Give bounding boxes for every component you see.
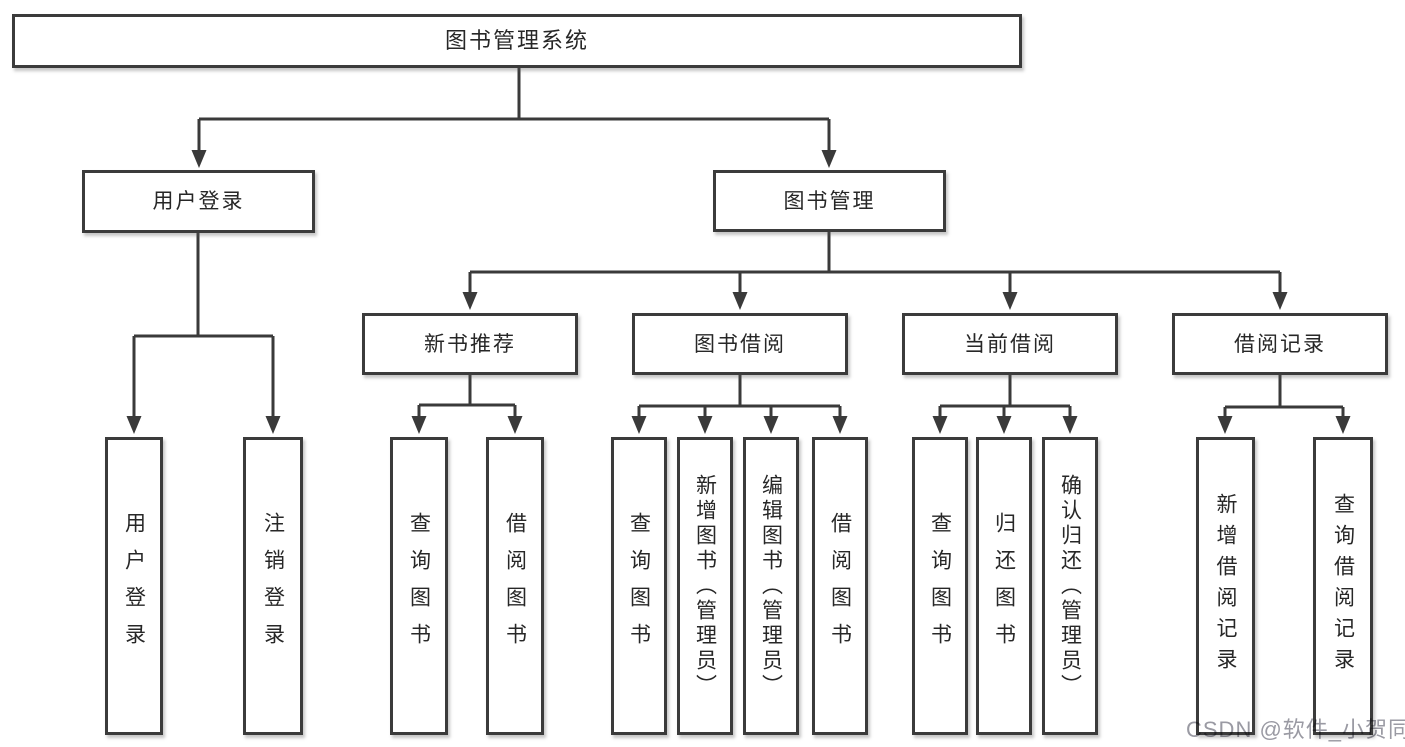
leaf-query-books-1: 查询图书 <box>390 437 448 735</box>
connector-user-login-children <box>126 233 281 434</box>
leaf-add-borrow-record: 新增借阅记录 <box>1196 437 1255 735</box>
csdn-watermark: CSDN @软件_小贺同学 <box>1186 717 1405 742</box>
connector-new-book-children <box>411 375 523 434</box>
leaf-logout: 注销登录 <box>243 437 303 735</box>
node-new-book-recommend: 新书推荐 <box>362 313 578 375</box>
leaf-borrow-books-1: 借阅图书 <box>486 437 544 735</box>
leaf-edit-books-admin: 编辑图书（管理员） <box>743 437 799 735</box>
arrow-down-icon <box>507 416 523 434</box>
arrow-down-icon <box>1335 416 1351 434</box>
connector-book-borrow-children <box>631 375 848 434</box>
arrow-down-icon <box>411 416 427 434</box>
arrow-down-icon <box>1002 292 1018 310</box>
node-current-borrow: 当前借阅 <box>902 313 1118 375</box>
node-root: 图书管理系统 <box>12 14 1022 68</box>
arrow-down-icon <box>832 416 848 434</box>
leaf-query-books-3: 查询图书 <box>912 437 968 735</box>
arrow-down-icon <box>996 416 1012 434</box>
connector-book-management-children <box>462 232 1288 310</box>
leaf-query-books-2: 查询图书 <box>611 437 667 735</box>
arrow-down-icon <box>1062 416 1078 434</box>
leaf-return-books: 归还图书 <box>976 437 1032 735</box>
leaf-borrow-books-2: 借阅图书 <box>812 437 868 735</box>
leaf-user-login: 用户登录 <box>105 437 163 735</box>
connector-borrow-records-children <box>1217 375 1351 434</box>
node-book-management: 图书管理 <box>713 170 946 232</box>
node-borrow-records: 借阅记录 <box>1172 313 1388 375</box>
leaf-add-books-admin: 新增图书（管理员） <box>677 437 733 735</box>
connector-root-to-level2 <box>191 68 837 168</box>
arrow-down-icon <box>1272 292 1288 310</box>
arrow-down-icon <box>191 150 207 168</box>
arrow-down-icon <box>265 416 281 434</box>
arrow-down-icon <box>462 292 478 310</box>
arrow-down-icon <box>821 150 837 168</box>
node-user-login: 用户登录 <box>82 170 315 233</box>
arrow-down-icon <box>932 416 948 434</box>
arrow-down-icon <box>697 416 713 434</box>
node-book-borrow: 图书借阅 <box>632 313 848 375</box>
arrow-down-icon <box>763 416 779 434</box>
connector-current-borrow-children <box>932 375 1078 434</box>
arrow-down-icon <box>732 292 748 310</box>
arrow-down-icon <box>1217 416 1233 434</box>
leaf-confirm-return-admin: 确认归还（管理员） <box>1042 437 1098 735</box>
leaf-query-borrow-record: 查询借阅记录 <box>1313 437 1373 735</box>
arrow-down-icon <box>631 416 647 434</box>
arrow-down-icon <box>126 416 142 434</box>
